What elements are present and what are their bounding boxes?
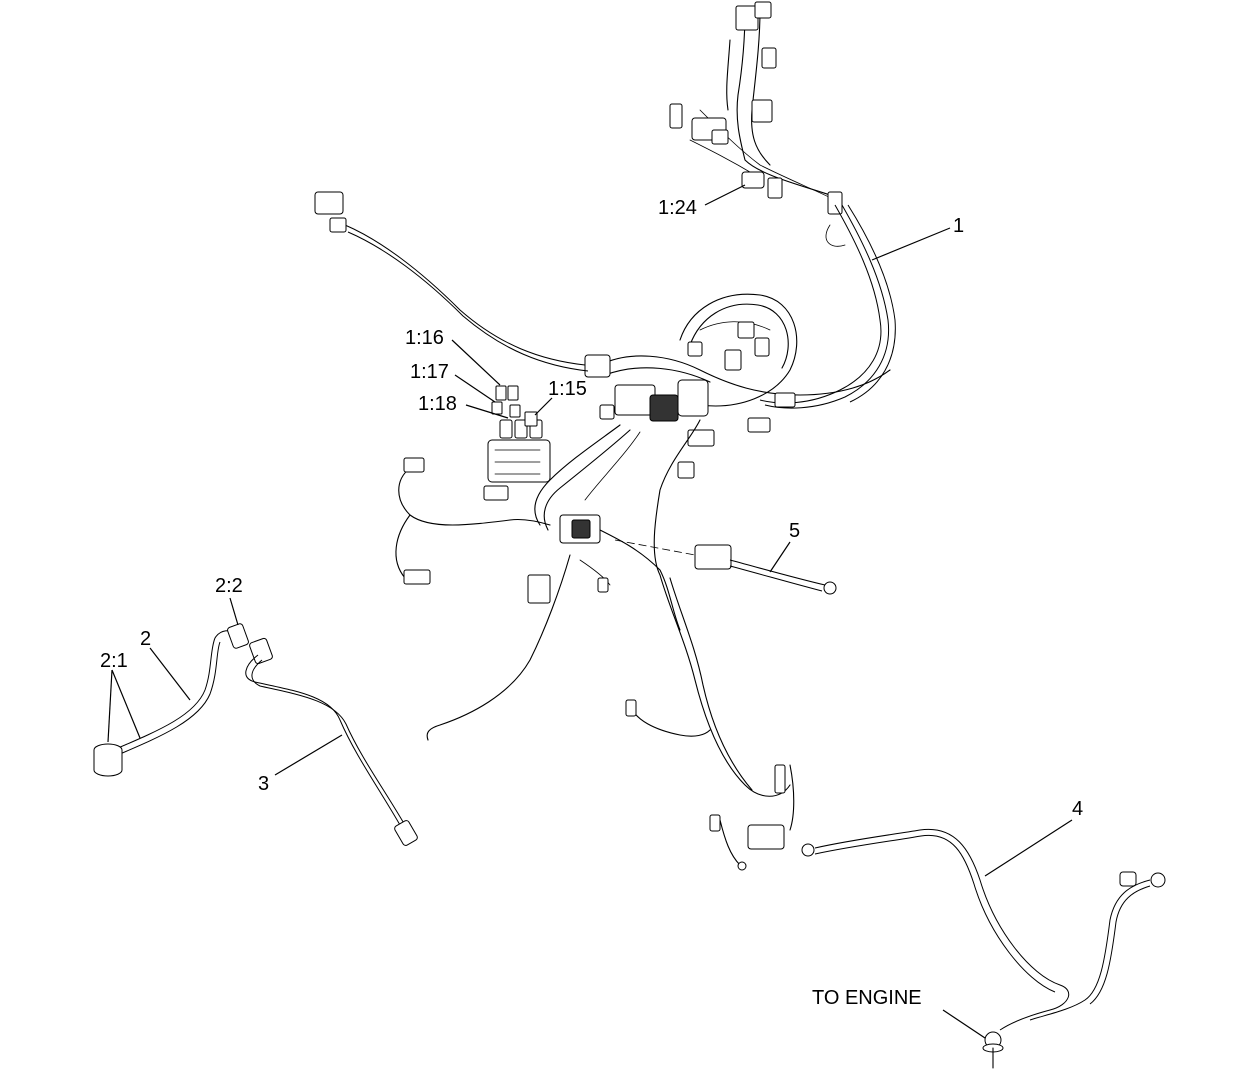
leader-lines — [107, 184, 1073, 1039]
ground-strap-5 — [614, 539, 837, 595]
callout-2-1: 2:1 — [100, 650, 128, 672]
leader-1-15 — [534, 397, 553, 416]
callout-2: 2 — [140, 628, 151, 650]
leader-1-16 — [451, 339, 501, 386]
leader-2-1b — [111, 669, 141, 739]
leader-1-24 — [704, 184, 746, 206]
leader-2-2 — [229, 597, 239, 626]
callout-2-2: 2:2 — [215, 575, 243, 597]
callout-1-15: 1:15 — [548, 378, 587, 400]
leader-5 — [769, 541, 791, 573]
callout-1-24: 1:24 — [658, 197, 697, 219]
callout-1-17: 1:17 — [410, 361, 449, 383]
callout-5: 5 — [789, 520, 800, 542]
leader-1 — [871, 227, 951, 261]
cable-3 — [245, 637, 418, 846]
leader-1-18 — [465, 404, 509, 419]
leader-to-engine — [942, 1009, 986, 1039]
leader-3 — [274, 734, 343, 776]
leader-2 — [149, 647, 191, 701]
callout-4: 4 — [1072, 798, 1083, 820]
callout-labels: 1 1:24 1:16 1:17 1:18 1:15 5 2:2 2 2:1 3… — [100, 197, 1083, 1009]
leader-1-17 — [454, 374, 496, 403]
callout-1-18: 1:18 — [418, 393, 457, 415]
callout-3: 3 — [258, 773, 269, 795]
main-wire-harness — [314, 1, 896, 871]
leader-2-1 — [107, 669, 113, 743]
callout-to-engine: TO ENGINE — [812, 987, 922, 1009]
callout-1-16: 1:16 — [405, 327, 444, 349]
leader-4 — [984, 819, 1073, 877]
cable-2 — [93, 623, 249, 777]
callout-1: 1 — [953, 215, 964, 237]
cable-4 — [801, 828, 1166, 1069]
